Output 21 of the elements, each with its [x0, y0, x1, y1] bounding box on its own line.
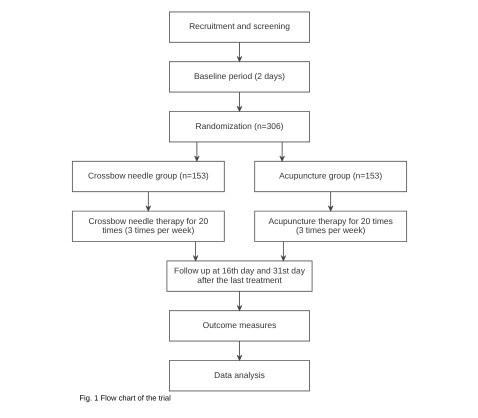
arrow: [327, 191, 333, 212]
arrow: [236, 290, 242, 311]
arrow: [236, 92, 242, 112]
node-box: Data analysis: [168, 360, 310, 392]
arrow: [145, 191, 151, 212]
arrow: [194, 142, 200, 162]
node-box: Crossbow needle group (n=153): [71, 160, 224, 192]
node-box: Acupuncture group (n=153): [254, 160, 407, 192]
node-box: Randomization (n=306): [168, 111, 310, 142]
node-box: Follow up at 16th day and 31st day after the last treatment: [166, 260, 312, 292]
node-box: Acupuncture therapy for 20 times (3 times per week): [254, 210, 407, 242]
arrow: [236, 42, 242, 62]
node-box: Baseline period (2 days): [168, 61, 310, 93]
node-box: Recruitment and screening: [168, 11, 310, 43]
node-box: Crossbow needle therapy for 20 times (3 times per week): [71, 210, 224, 242]
arrow: [280, 241, 286, 262]
arrow: [278, 142, 284, 162]
arrow: [236, 340, 242, 361]
node-box: Outcome measures: [168, 310, 310, 342]
arrow: [192, 241, 198, 262]
caption: Fig. 1 Flow chart of the trial: [78, 393, 170, 402]
